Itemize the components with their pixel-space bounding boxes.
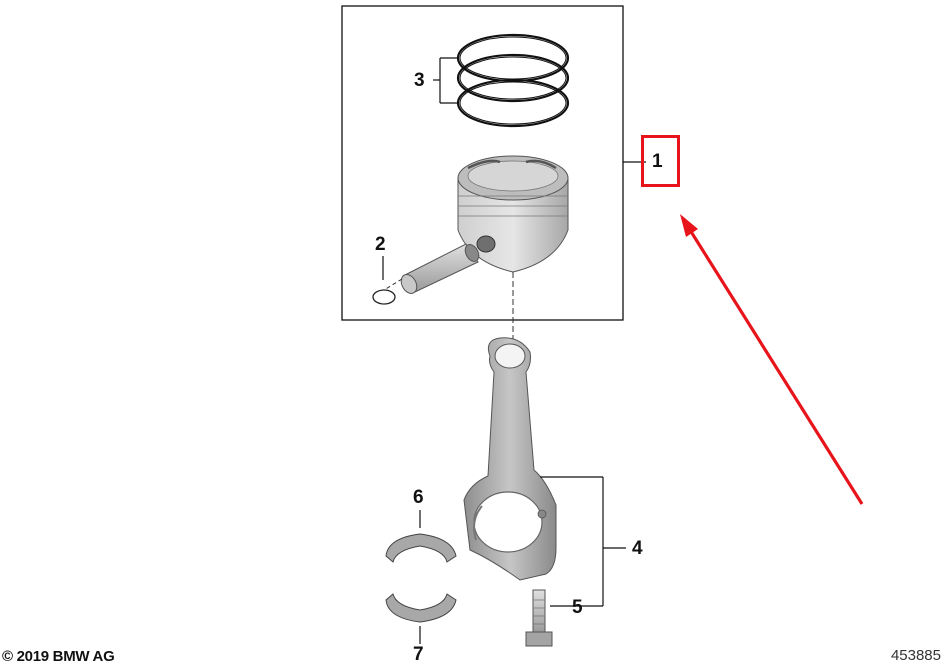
- piston: [457, 155, 569, 273]
- callout-4-bracket: [540, 476, 626, 607]
- diagram-number: 453885: [890, 647, 941, 664]
- callout-5: 5: [572, 597, 583, 618]
- circlip: [372, 289, 396, 305]
- callout-6: 6: [413, 487, 424, 508]
- callout-2: 2: [375, 234, 386, 255]
- copyright-label: © 2019 BMW AG: [2, 648, 115, 665]
- callout-7: 7: [413, 644, 424, 665]
- annotation-arrow: [680, 214, 864, 505]
- callout-1: 1: [652, 151, 663, 172]
- callout-3-bracket: [433, 57, 458, 104]
- callout-3: 3: [414, 70, 425, 91]
- piston-group-frame: [341, 5, 624, 321]
- callout-1-highlight: [641, 135, 680, 187]
- connecting-rod: [463, 337, 557, 581]
- piston-rings: [456, 33, 570, 128]
- callout-4: 4: [632, 538, 643, 559]
- bearing-shells: [385, 533, 457, 623]
- rod-bolt: [525, 589, 553, 647]
- piston-pin: [400, 243, 480, 294]
